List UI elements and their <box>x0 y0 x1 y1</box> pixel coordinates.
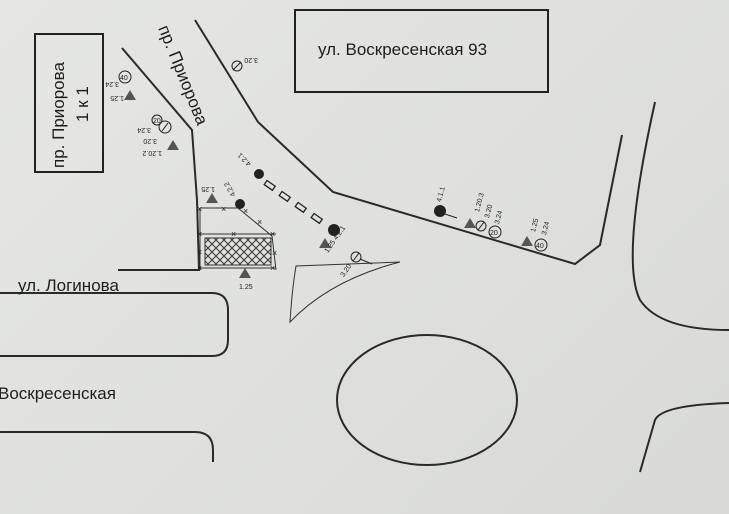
sign-far-right: 40 1.25 3.24 <box>521 218 551 252</box>
sign-label: 1.25 <box>239 284 253 291</box>
sign-left-a: 40 3.24 1.25 <box>105 70 136 101</box>
traffic-island <box>289 261 401 324</box>
road-label-voskresenskaya: Воскресенская <box>0 384 116 403</box>
svg-text:×: × <box>221 204 226 214</box>
roundabout-island <box>336 334 518 466</box>
fence-markers: × × × × × × × × × × × <box>197 204 277 273</box>
sign-mid-125-421: 1.25 4.2.1 <box>319 224 347 254</box>
sign-label: 3.20 <box>484 204 494 219</box>
sign-label: 3.20 <box>143 137 157 144</box>
svg-text:×: × <box>270 263 275 273</box>
road-edge-prior-left <box>118 47 201 271</box>
sign-zone-bottom: 1.25 <box>239 268 253 291</box>
work-zone: × × × × × × × × × × × <box>197 204 277 273</box>
sign-label: 3.24 <box>541 221 551 236</box>
sign-right-group: 4.1.1 20 1.20.3 3.20 3.24 <box>434 186 504 239</box>
sign-label: 3.24 <box>137 126 151 133</box>
svg-text:×: × <box>231 229 236 239</box>
svg-text:×: × <box>272 248 277 258</box>
speed-limit-number: 20 <box>490 230 498 237</box>
sign-left-b: 20 3.24 3.20 1.20.2 <box>137 114 179 156</box>
cone-line <box>263 179 324 225</box>
svg-text:×: × <box>257 217 262 227</box>
sign-label: 4.2.2 <box>224 180 238 197</box>
road-edge-right <box>631 101 729 331</box>
road-edge-bottom-left <box>0 431 214 462</box>
sign-label: 1.25 <box>530 218 540 233</box>
road-label-loginova: ул. Логинова <box>18 276 119 295</box>
sign-label: 1.20.3 <box>474 192 486 213</box>
sign-label: 3.24 <box>105 80 119 87</box>
building-box-top <box>294 9 549 93</box>
sign-label: 4.2.1 <box>237 151 253 167</box>
speed-limit-number: 20 <box>153 118 161 125</box>
box-left-line2: 1 к 1 <box>73 86 92 122</box>
sign-label: 3.20 <box>244 56 258 63</box>
sign-island-320: 3.20 <box>340 251 373 278</box>
svg-text:×: × <box>197 247 202 257</box>
road-edge-bottom-right <box>639 402 729 473</box>
speed-limit-number: 40 <box>120 75 128 82</box>
sign-label: 4.1.1 <box>436 186 447 203</box>
excavation-hatched-area <box>204 237 272 266</box>
sign-label: 3.24 <box>494 210 504 225</box>
svg-text:×: × <box>270 229 275 239</box>
svg-text:×: × <box>197 229 202 239</box>
sign-mid-421: 4.2.1 <box>237 151 264 179</box>
road-edge-prior-right <box>194 19 623 266</box>
box-top-label: ул. Воскресенская 93 <box>318 40 487 59</box>
sign-label: 3.20 <box>340 263 354 278</box>
sign-label: 1.20.2 <box>142 149 162 156</box>
svg-text:×: × <box>243 206 248 216</box>
sign-label: 1.25 <box>201 185 215 192</box>
speed-limit-number: 40 <box>536 243 544 250</box>
svg-text:×: × <box>197 263 202 273</box>
building-box-left <box>34 33 104 173</box>
sign-label: 1.25 <box>110 94 124 101</box>
sign-top-320: 3.20 <box>231 56 258 72</box>
road-label-prior: пр. Приорова <box>154 22 212 128</box>
road-edge-loginova-lower <box>0 292 229 357</box>
svg-text:×: × <box>197 204 202 214</box>
box-left-line1: пр. Приорова <box>49 62 68 168</box>
